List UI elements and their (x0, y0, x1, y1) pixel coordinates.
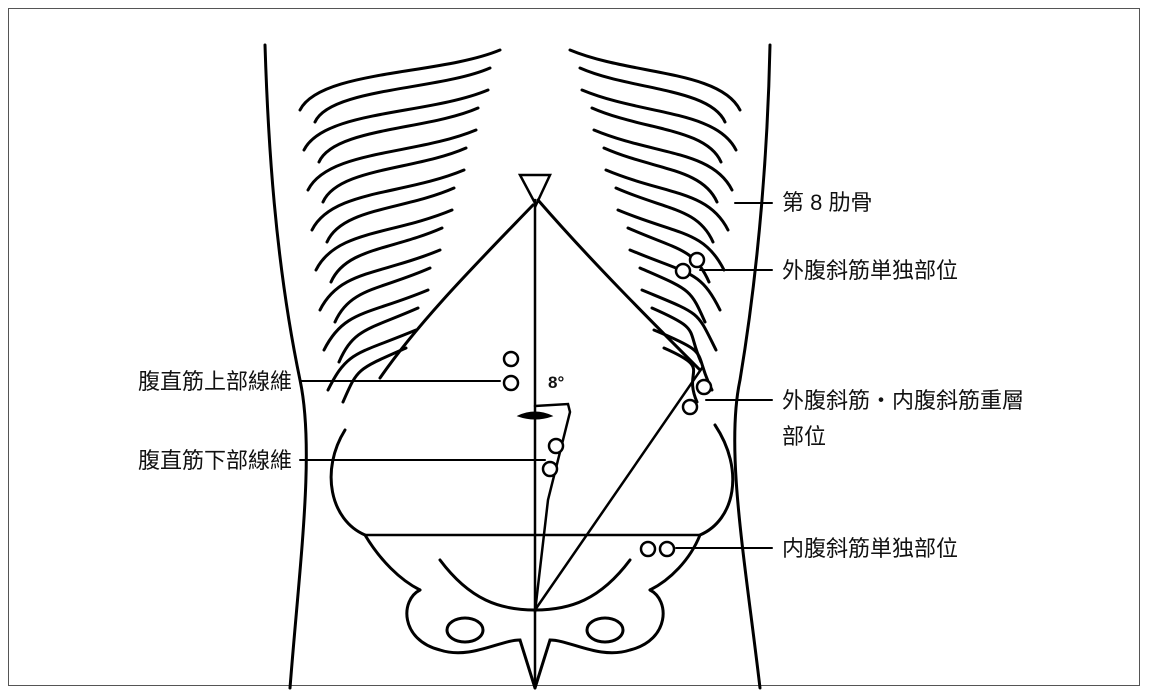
rib-left (326, 328, 418, 404)
rib-left (322, 288, 430, 364)
umbilicus (516, 411, 554, 420)
label-rib8: 第 8 肋骨 (782, 190, 873, 215)
body-outline-right (733, 43, 772, 690)
electrode-io-only (639, 540, 657, 558)
label-io-only: 内腹斜筋単独部位 (782, 536, 959, 561)
angle-bracket (533, 402, 572, 614)
costal-margin-right (536, 198, 702, 372)
label-eo-io-line2: 部位 (782, 424, 827, 449)
obturator-right (585, 616, 625, 644)
label-ra-lower: 腹直筋下部線維 (137, 448, 292, 473)
rib-right (604, 168, 730, 244)
figure-frame (8, 8, 1140, 686)
obturator-left (445, 616, 485, 644)
iliac-crest-left (329, 428, 422, 592)
rib-right (640, 288, 718, 364)
oblique-diagonal (533, 366, 704, 612)
electrode-eo-io (681, 398, 699, 416)
rib-right (568, 48, 742, 124)
electrode-eo-only (674, 262, 692, 280)
label-ra-upper: 腹直筋上部線維 (137, 369, 292, 394)
rib-left (310, 168, 466, 244)
costal-margin-left (378, 203, 535, 380)
label-eo-io-line1: 外腹斜筋・内腹斜筋重層 (782, 388, 1025, 413)
rib-left (302, 88, 490, 164)
angle-label: 8° (548, 373, 565, 392)
label-eo-only: 外腹斜筋単独部位 (782, 258, 959, 283)
rib-right (652, 328, 714, 404)
pelvis (405, 558, 665, 690)
rib-right (592, 128, 734, 204)
rib-left (306, 128, 478, 204)
electrode-ra-upper (502, 374, 520, 392)
rib-right (616, 208, 726, 284)
iliac-crest-right (648, 423, 735, 592)
electrode-ra-lower (547, 437, 565, 455)
electrode-ra-lower (541, 460, 559, 478)
rib-left (314, 208, 454, 284)
rib-left (318, 248, 442, 324)
electrode-eo-io (695, 378, 713, 396)
body-outline-left (263, 43, 308, 690)
electrode-ra-upper (502, 350, 520, 368)
ribcage (298, 48, 742, 404)
rib-right (580, 88, 738, 164)
electrode-eo-only (688, 251, 706, 269)
xiphoid (517, 173, 552, 208)
electrode-io-only (658, 540, 676, 558)
rib-left (298, 48, 502, 124)
